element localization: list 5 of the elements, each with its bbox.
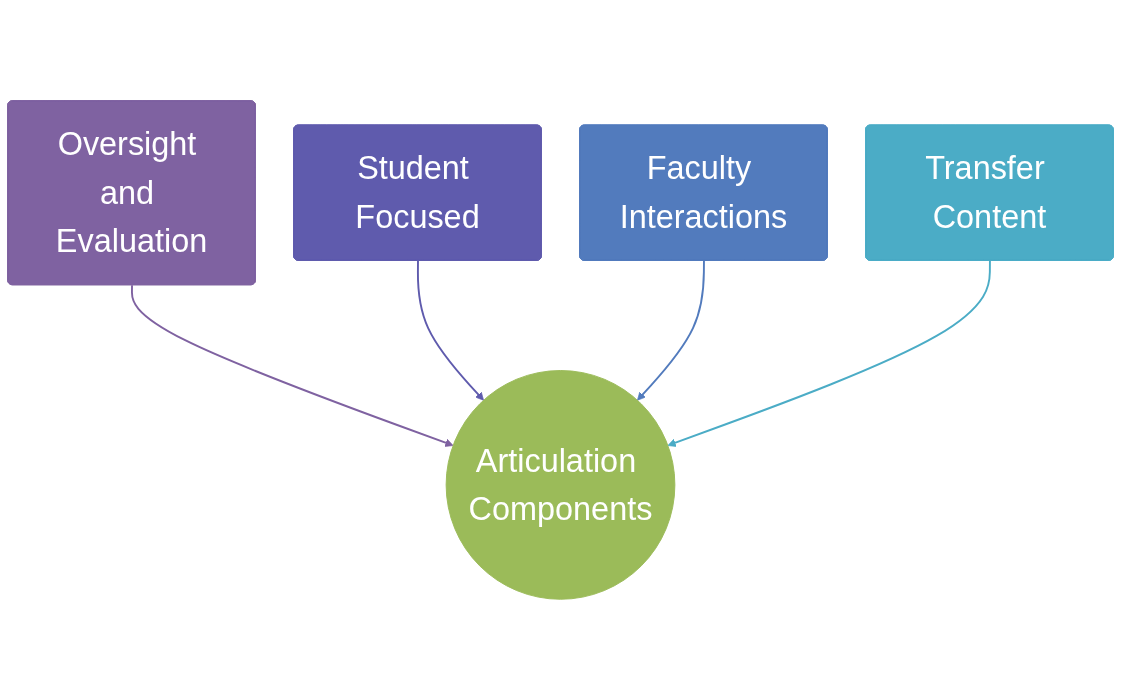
arrow	[131, 284, 454, 447]
arrow	[416, 259, 484, 401]
arrow	[667, 259, 991, 447]
node-circle: Articulation Components	[445, 370, 676, 600]
arrow	[637, 259, 705, 401]
